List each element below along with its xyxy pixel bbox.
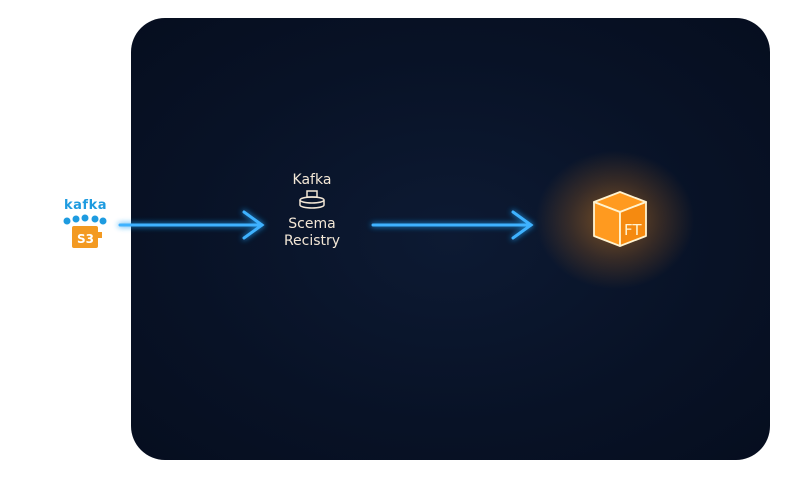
box-icon: FT (593, 191, 647, 247)
registry-line3: Recistry (283, 233, 341, 249)
s3-badge: S3 (77, 232, 94, 246)
target-label: FT (624, 221, 642, 239)
arrow-source-to-registry (118, 210, 266, 240)
arrow-registry-to-target (371, 210, 535, 240)
schema-registry-node: Kafka Scema Recistry (248, 162, 376, 272)
database-stack-icon (299, 190, 325, 209)
registry-line2: Scema (288, 216, 336, 232)
kafka-label: kafka (64, 198, 107, 213)
diagram-panel (131, 18, 770, 460)
kafka-s3-node: kafka S3 (58, 198, 118, 258)
registry-line1: Kafka (292, 172, 332, 188)
kafka-s3-logo-icon: S3 (63, 214, 107, 248)
